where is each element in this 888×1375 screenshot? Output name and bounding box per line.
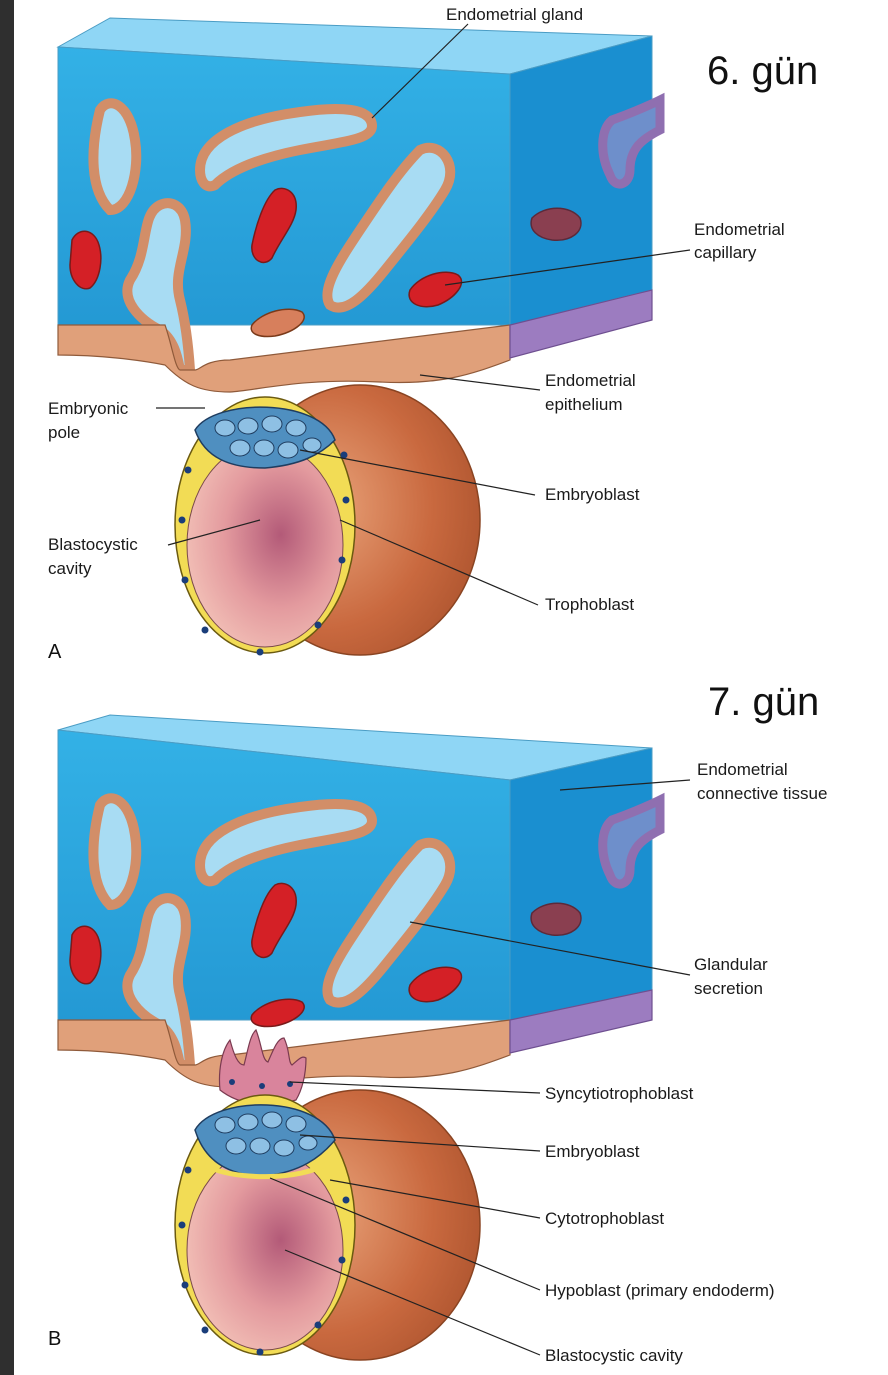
label-cytotrophoblast: Cytotrophoblast <box>545 1209 664 1228</box>
label-endometrial-epithelium-line1: Endometrial <box>545 371 636 390</box>
label-syncytiotrophoblast: Syncytiotrophoblast <box>545 1084 694 1103</box>
day-label-a: 6. gün <box>707 49 818 93</box>
label-endometrial-capillary-line1: Endometrial <box>694 220 785 239</box>
blastocystic-cavity <box>187 443 343 647</box>
label-glandular-secretion-line1: Glandular <box>694 955 768 974</box>
panel-letter-b: B <box>48 1328 61 1350</box>
panel-letter-a: A <box>48 641 62 663</box>
label-embryonic-pole-line2: pole <box>48 423 80 442</box>
label-blastocystic-cavity-line1: Blastocystic <box>48 535 138 554</box>
label-blastocystic-cavity-line2: cavity <box>48 559 92 578</box>
label-connective-tissue-line2: connective tissue <box>697 784 827 803</box>
blastocystic-cavity <box>187 1150 343 1350</box>
label-glandular-secretion-line2: secretion <box>694 979 763 998</box>
endometrial-capillary <box>70 231 101 289</box>
endometrial-gland <box>93 103 136 210</box>
label-endometrial-gland: Endometrial gland <box>446 5 583 24</box>
panel-a <box>58 18 660 656</box>
endometrial-capillary <box>70 926 101 984</box>
label-endometrial-epithelium-line2: epithelium <box>545 395 623 414</box>
endometrial-epithelium <box>58 325 510 392</box>
label-embryonic-pole-line1: Embryonic <box>48 399 129 418</box>
label-connective-tissue-line1: Endometrial <box>697 760 788 779</box>
panel-b <box>58 715 660 1360</box>
label-endometrial-capillary-line2: capillary <box>694 243 757 262</box>
label-embryoblast-a: Embryoblast <box>545 485 640 504</box>
endometrial-capillary-side <box>531 903 581 935</box>
label-embryoblast-b: Embryoblast <box>545 1142 640 1161</box>
label-trophoblast: Trophoblast <box>545 595 634 614</box>
day-label-b: 7. gün <box>708 680 819 724</box>
label-blastocystic-cavity-b: Blastocystic cavity <box>545 1346 683 1365</box>
endometrial-gland <box>93 798 136 905</box>
syncytiotrophoblast <box>219 1030 306 1105</box>
endometrial-capillary-side <box>531 208 581 240</box>
label-hypoblast: Hypoblast (primary endoderm) <box>545 1281 775 1300</box>
